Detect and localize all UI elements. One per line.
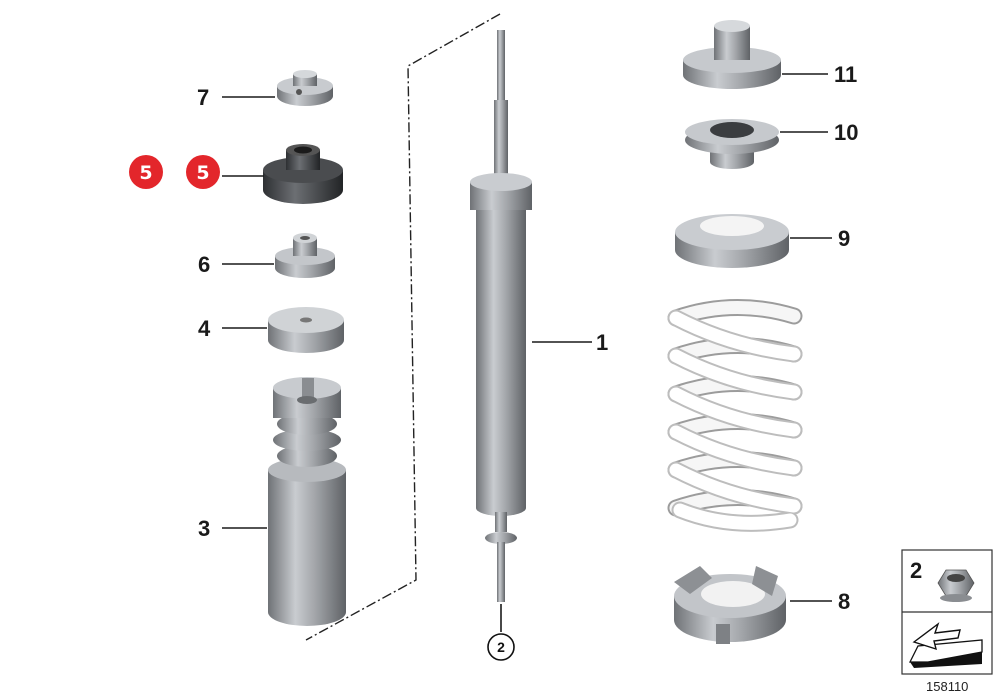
part-3-bump-stop[interactable] — [268, 377, 346, 626]
callout-8: 8 — [838, 589, 850, 614]
svg-text:5: 5 — [139, 162, 152, 184]
part-4-cup[interactable] — [268, 307, 344, 353]
badge-5-a: 5 — [129, 155, 163, 189]
assembly-bracket — [305, 13, 501, 641]
legend-nut-icon — [937, 569, 975, 602]
legend-callout-2: 2 — [910, 558, 922, 583]
callout-10: 10 — [834, 120, 858, 145]
legend-arrow-icon — [908, 622, 983, 668]
part-7-nut[interactable] — [277, 70, 333, 106]
ref-circle-2: 2 — [487, 633, 515, 661]
part-9-spring-pad[interactable] — [675, 214, 789, 268]
callout-9: 9 — [838, 226, 850, 251]
svg-text:5: 5 — [196, 162, 209, 184]
part-10-support-bearing[interactable] — [685, 119, 779, 169]
part-6-washer[interactable] — [275, 233, 335, 278]
part-8-lower-spring-seat[interactable] — [674, 566, 786, 644]
legend-box: 2 — [901, 549, 993, 675]
part-5-mount[interactable] — [263, 144, 343, 204]
callout-11: 11 — [834, 62, 857, 87]
callout-4: 4 — [198, 316, 211, 341]
callout-6: 6 — [198, 252, 210, 277]
callout-7: 7 — [197, 85, 209, 110]
callout-3: 3 — [198, 516, 210, 541]
badge-5-b: 5 — [186, 155, 220, 189]
diagram-id: 158110 — [926, 679, 968, 694]
callout-1: 1 — [596, 330, 608, 355]
svg-text:2: 2 — [497, 639, 505, 655]
part-11-cap[interactable] — [683, 20, 781, 89]
coil-spring[interactable] — [667, 299, 803, 532]
part-1-shock-absorber[interactable] — [470, 30, 532, 602]
